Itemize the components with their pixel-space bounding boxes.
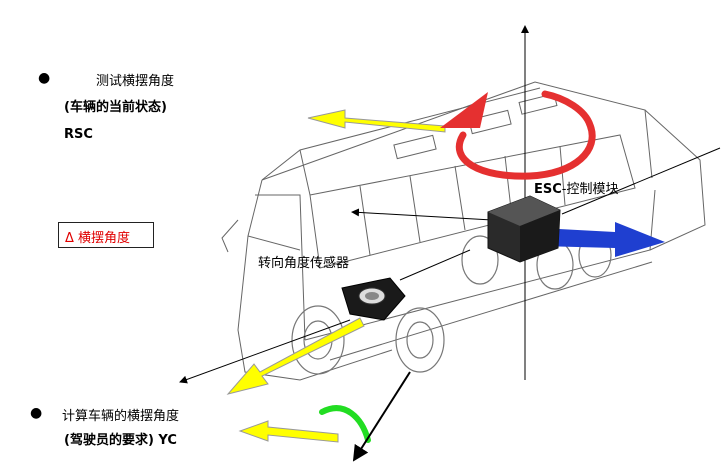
rotation-arrow-head bbox=[440, 92, 488, 128]
upper-bullet-dot: ● bbox=[38, 70, 51, 86]
delta-yaw-box: Δ 横摆角度 bbox=[58, 222, 154, 248]
rotation-arrow bbox=[455, 90, 596, 180]
yellow-arrow-lower bbox=[238, 420, 339, 443]
upper-bullet-line3: RSC bbox=[64, 127, 93, 142]
esc-control-module bbox=[487, 195, 561, 263]
lower-bullet-dot: ● bbox=[30, 405, 43, 421]
yellow-arrow-diagonal bbox=[226, 317, 365, 395]
wheel-rear-1 bbox=[461, 235, 499, 285]
yellow-arrow-upper bbox=[307, 109, 446, 133]
esc-label-prefix: ESC bbox=[534, 182, 562, 197]
steering-sensor-label: 转向角度传感器 bbox=[258, 256, 350, 271]
green-arc bbox=[319, 405, 371, 443]
wheel-front-right bbox=[395, 307, 445, 373]
delta-yaw-label: Δ 横摆角度 bbox=[65, 231, 131, 246]
steering-angle-sensor bbox=[341, 277, 406, 321]
esc-label-connector bbox=[399, 249, 471, 281]
upper-bullet-line1: 测试横摆角度 bbox=[96, 74, 175, 89]
upper-bullet-line2: (车辆的当前状态) bbox=[64, 100, 167, 115]
esc-module-label: ESC-控制模块 bbox=[534, 181, 619, 198]
esc-label-rest: -控制模块 bbox=[561, 182, 619, 197]
bus-outline bbox=[221, 81, 706, 381]
rear-pointer-line bbox=[561, 147, 721, 215]
esc-pointer-line bbox=[351, 208, 493, 221]
blue-arrow bbox=[540, 222, 665, 257]
lower-bullet-line1: 计算车辆的横摆角度 bbox=[62, 409, 180, 424]
wheel-axis-line bbox=[352, 371, 411, 462]
lower-bullet-line2: (驾驶员的要求) YC bbox=[64, 433, 177, 448]
steer-pointer-line bbox=[179, 319, 351, 384]
